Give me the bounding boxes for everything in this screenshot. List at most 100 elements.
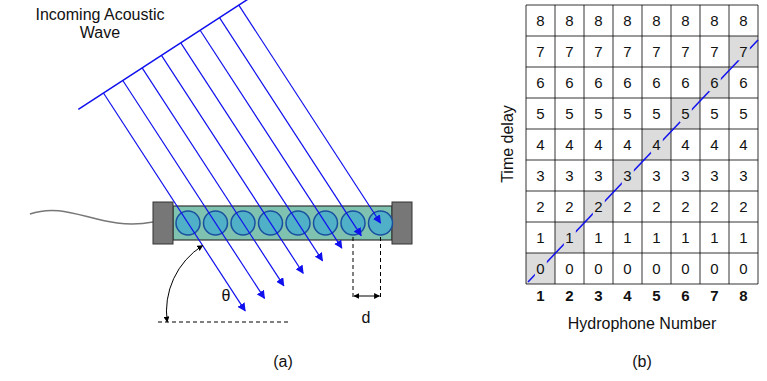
table-cell: 4 [650, 136, 662, 153]
panel-label: (a) [273, 353, 293, 371]
angle-label: θ [222, 287, 231, 305]
spacing-arrow [354, 296, 380, 297]
table-cell: 6 [565, 74, 573, 91]
table-cell: 2 [623, 198, 631, 215]
table-cell: 4 [681, 136, 689, 153]
axis-label: Time delay [499, 105, 517, 183]
highlight-cell [584, 191, 613, 222]
table-cell: 2 [652, 198, 660, 215]
table-cell: 2 [536, 198, 544, 215]
end-cap [392, 202, 412, 244]
table-cell: 5 [536, 105, 544, 122]
cable [30, 210, 153, 224]
table-cell: 3 [565, 167, 573, 184]
table-cell: 7 [681, 43, 689, 60]
grid-line [526, 191, 758, 192]
table-cell: 5 [594, 105, 602, 122]
hydrophones [176, 211, 393, 235]
table-cell: 7 [652, 43, 660, 60]
array-tube [173, 206, 392, 240]
highlight-cell [729, 36, 758, 67]
table-cell: 7 [594, 43, 602, 60]
table-cell: 3 [681, 167, 689, 184]
grid-line [758, 5, 759, 284]
ray [219, 18, 361, 236]
table-cell: 5 [710, 105, 718, 122]
grid-line [526, 36, 758, 37]
grid-line [555, 5, 556, 284]
table-cell: 7 [565, 43, 573, 60]
table-cell: 8 [652, 12, 660, 29]
rays [103, 5, 380, 311]
table-cell: 2 [592, 198, 604, 215]
column-number: 5 [652, 287, 660, 304]
axis-label: Hydrophone Number [568, 315, 717, 333]
table-cell: 6 [739, 74, 747, 91]
column-number: 1 [536, 287, 544, 304]
grid-line [526, 160, 758, 161]
table-cell: 0 [594, 260, 602, 277]
table-cell: 0 [739, 260, 747, 277]
table-cell: 0 [710, 260, 718, 277]
table-cell: 6 [681, 74, 689, 91]
table-cell: 4 [536, 136, 544, 153]
column-number: 3 [594, 287, 602, 304]
spacing-line [380, 237, 381, 300]
table-cell: 4 [594, 136, 602, 153]
panel-label: (b) [632, 353, 652, 371]
table-cell: 3 [710, 167, 718, 184]
table-cell: 0 [565, 260, 573, 277]
grid-line [584, 5, 585, 284]
table-cell: 4 [565, 136, 573, 153]
ray [200, 30, 342, 248]
grid-line [700, 5, 701, 284]
table-cell: 5 [623, 105, 631, 122]
grid-line [613, 5, 614, 284]
table-cell: 5 [565, 105, 573, 122]
spacing-line [353, 237, 354, 300]
table-cell: 7 [623, 43, 631, 60]
column-number: 4 [623, 287, 631, 304]
end-cap [153, 202, 173, 244]
ray [181, 43, 323, 261]
table-cell: 6 [708, 74, 720, 91]
grid-line [526, 5, 527, 284]
table-cell: 2 [565, 198, 573, 215]
table-cell: 8 [681, 12, 689, 29]
highlight-cell [613, 160, 642, 191]
table-cell: 1 [594, 229, 602, 246]
table-cell: 7 [710, 43, 718, 60]
column-number: 8 [739, 287, 747, 304]
grid-line [526, 5, 758, 6]
grid-line [729, 5, 730, 284]
column-number: 7 [710, 287, 718, 304]
table-cell: 5 [652, 105, 660, 122]
table-cell: 6 [623, 74, 631, 91]
table-cell: 3 [536, 167, 544, 184]
spacing-label: d [362, 309, 371, 327]
delay-grid [526, 5, 758, 284]
table-cell: 4 [710, 136, 718, 153]
table-cell: 8 [594, 12, 602, 29]
grid-line [526, 98, 758, 99]
delay-line [528, 40, 758, 282]
grid-line [526, 284, 758, 285]
table-cell: 8 [536, 12, 544, 29]
highlight-cell [642, 129, 671, 160]
ray [239, 5, 381, 223]
table-cell: 7 [737, 43, 749, 60]
table-cell: 7 [536, 43, 544, 60]
table-cell: 0 [623, 260, 631, 277]
table-cell: 2 [739, 198, 747, 215]
column-number: 2 [565, 287, 573, 304]
highlight-cell [671, 98, 700, 129]
table-cell: 2 [710, 198, 718, 215]
table-cell: 0 [534, 260, 546, 277]
table-cell: 6 [594, 74, 602, 91]
highlight-cell [700, 67, 729, 98]
ray [123, 80, 265, 298]
table-cell: 2 [681, 198, 689, 215]
grid-line [671, 5, 672, 284]
table-cell: 4 [739, 136, 747, 153]
reference-line [158, 322, 288, 323]
